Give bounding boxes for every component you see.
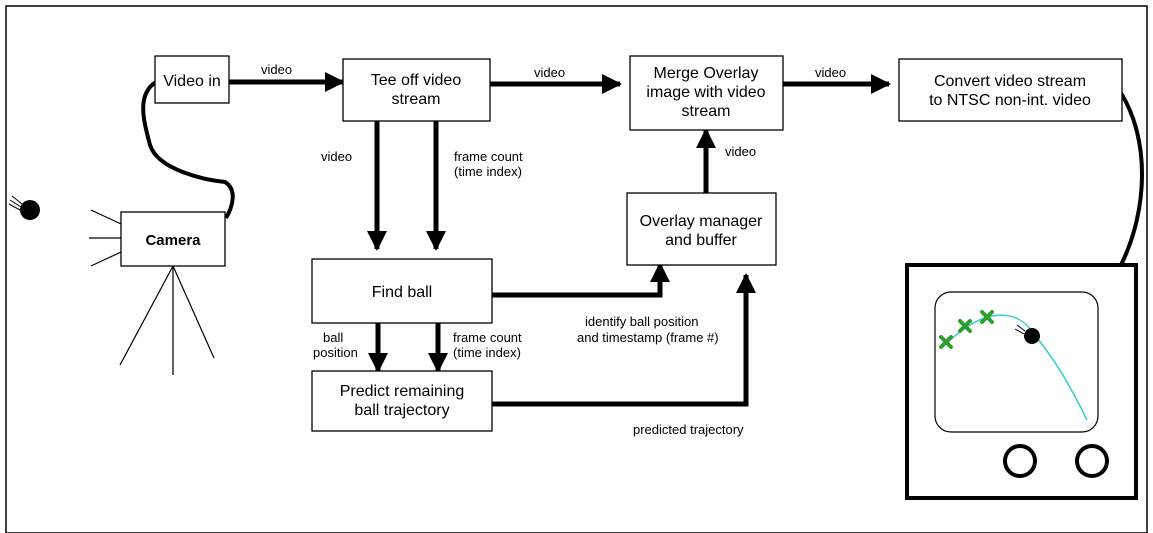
tripod-leg-right [172, 265, 215, 359]
edge-label-tee-to-find-frame: frame count(time index) [454, 149, 523, 179]
tv-knob-right [1075, 444, 1109, 478]
tv-monitor [905, 263, 1138, 500]
tv-ball-icon [1014, 324, 1040, 344]
tv-cable [1119, 91, 1144, 266]
camera-cable [141, 80, 235, 220]
lens-ray-top [90, 209, 122, 225]
edge-label-overlay-to-merge: video [725, 144, 756, 159]
box-tee-off [342, 58, 491, 122]
box-video-in [154, 55, 230, 104]
trajectory-markers [939, 310, 994, 349]
tripod-leg-left [119, 265, 174, 366]
edge-label-merge-to-convert: video [815, 65, 846, 80]
lens-ray-bottom [90, 251, 122, 267]
figure-frame [5, 5, 1148, 533]
tv-knob-left [1003, 444, 1037, 478]
camera-label: Camera [145, 232, 201, 249]
box-convert [898, 58, 1123, 122]
box-camera [120, 211, 226, 267]
arrow-find-to-overlay [492, 262, 670, 298]
box-merge-overlay [629, 55, 784, 131]
golf-ball-icon [8, 195, 40, 220]
find-ball-label: Find ball [372, 284, 432, 301]
box-find-ball [311, 258, 493, 324]
video-in-label: Video in [163, 73, 221, 90]
edge-label-tee-to-find-video: video [321, 149, 352, 164]
x-marker-icon [980, 310, 994, 324]
edge-label-tee-to-merge: video [534, 65, 565, 80]
box-predict [311, 370, 493, 432]
x-marker-icon [958, 319, 972, 333]
box-overlay-manager [626, 192, 777, 266]
edge-label-videoin-to-tee: video [261, 62, 292, 77]
edge-label-predict-to-overlay: predicted trajectory [633, 422, 744, 437]
x-marker-icon [939, 335, 953, 349]
tv-screen [934, 291, 1099, 433]
edge-label-find-to-predict-frame: frame count(time index) [453, 330, 522, 360]
arrow-predict-to-overlay [492, 273, 756, 407]
camera-illustration [89, 209, 215, 375]
